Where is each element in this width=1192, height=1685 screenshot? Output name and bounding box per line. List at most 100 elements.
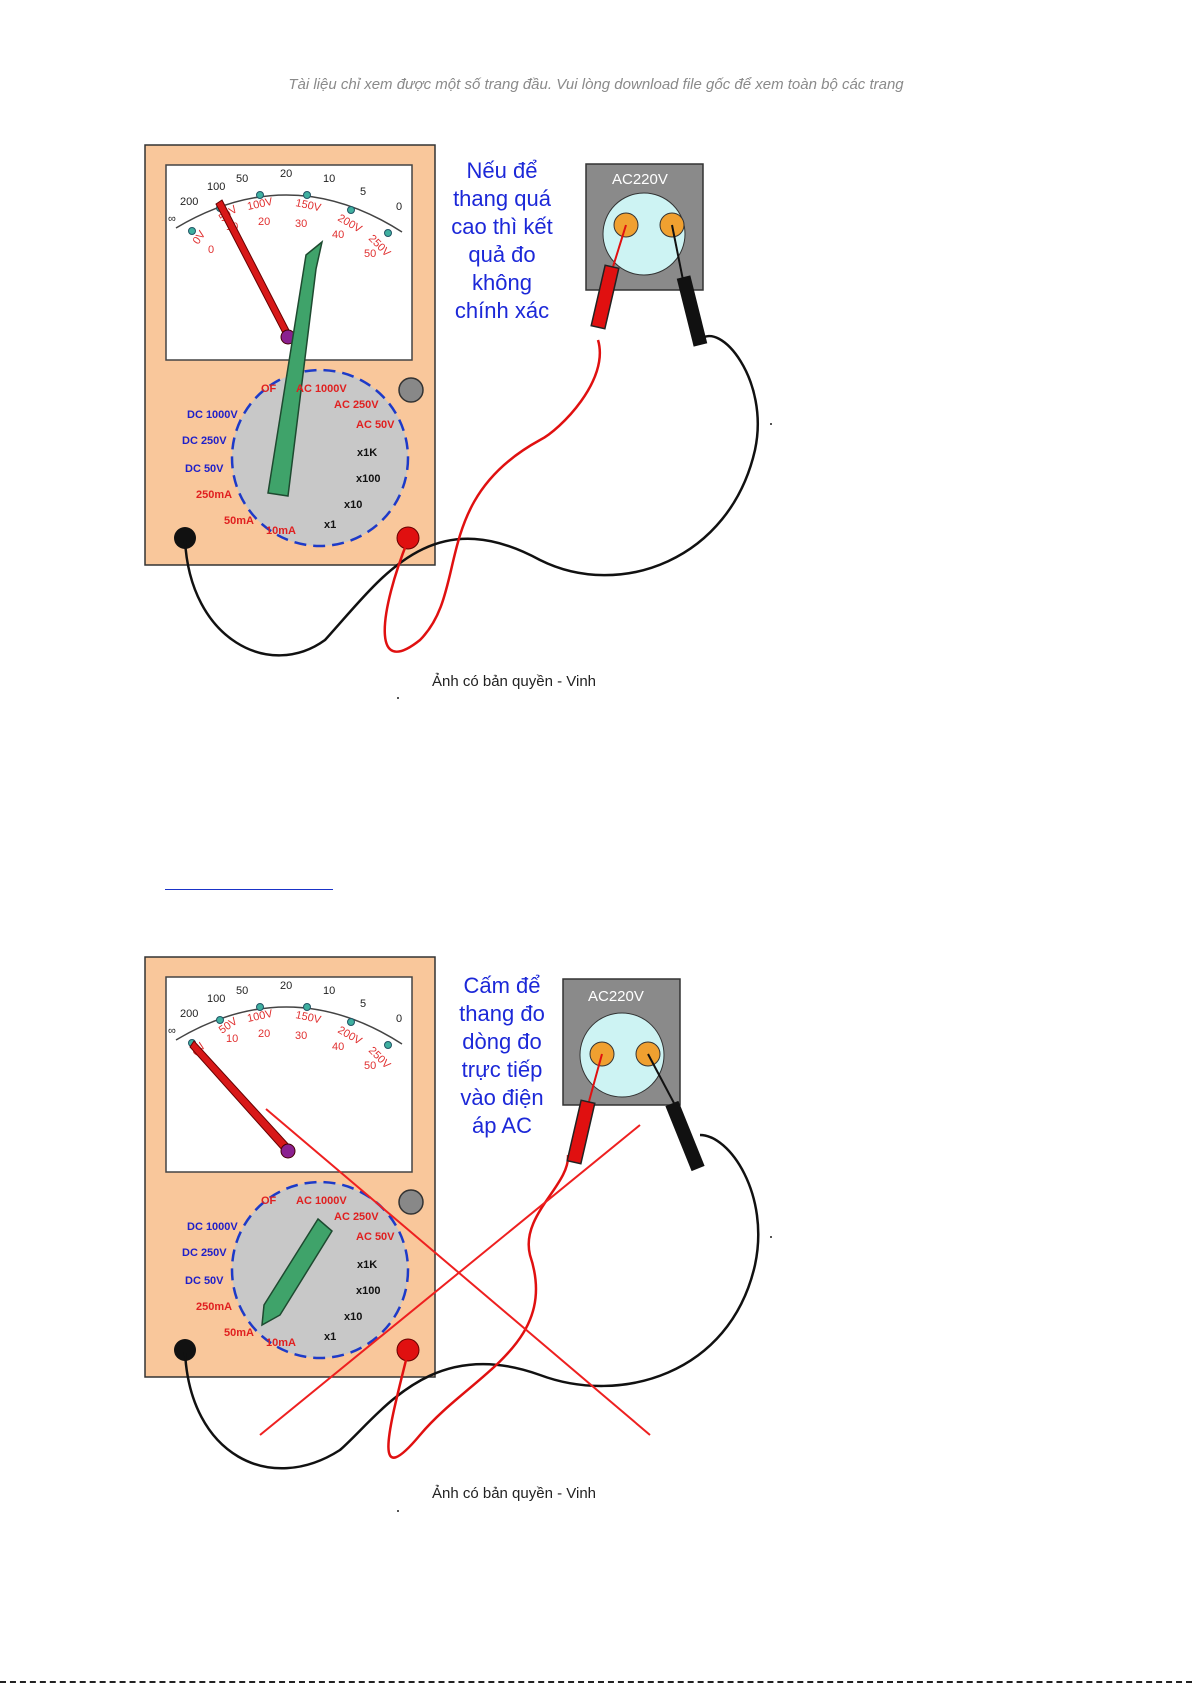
black-probe-handle <box>676 275 708 347</box>
outlet-label: AC220V <box>612 171 668 188</box>
note-line-4: trực tiếp <box>462 1057 543 1082</box>
dial-label-250ma: 250mA <box>196 489 232 501</box>
note-line-2: thang đo <box>459 1001 545 1026</box>
volt-label-150: 150V <box>294 197 322 214</box>
stray-dot <box>397 697 399 699</box>
copyright-caption: Ảnh có bản quyền - Vinh <box>432 673 596 690</box>
mid-label-40: 40 <box>332 229 344 241</box>
note-line-1: Cấm để <box>463 973 540 998</box>
selector-knob <box>261 1217 333 1327</box>
note-text: Cấm để thang đo dòng đo trực tiếp vào đi… <box>459 973 545 1138</box>
dial-label-x1: x1 <box>324 1331 336 1343</box>
dial-label-ac1000: AC 1000V <box>296 1195 347 1207</box>
red-probe-wire <box>383 339 602 653</box>
note-line-6: chính xác <box>455 298 549 323</box>
volt-label-100: 100V <box>246 1008 274 1025</box>
figure-current-range-diagram: 200 100 50 20 10 5 0 ∞ 0V 50V 100V 150V … <box>144 956 760 1502</box>
note-line-2: thang quá <box>453 186 552 211</box>
zero-adjust-screw <box>398 377 424 403</box>
dial-label-ac250: AC 250V <box>334 399 379 411</box>
cross-mark-line-2 <box>259 1124 641 1436</box>
scale-label-5: 5 <box>360 186 366 198</box>
scale-label-10: 10 <box>323 173 335 185</box>
scale-label-0: 0 <box>396 1013 402 1025</box>
infinity-label: ∞ <box>168 1025 176 1037</box>
dial-label-dc1000: DC 1000V <box>187 1221 238 1233</box>
scale-label-50: 50 <box>236 985 248 997</box>
mid-label-20: 20 <box>258 1028 270 1040</box>
scale-label-20: 20 <box>280 168 292 180</box>
dial-label-dc1000: DC 1000V <box>187 409 238 421</box>
note-text: Nếu để thang quá cao thì kết quả đo khôn… <box>451 158 553 323</box>
scale-label-50: 50 <box>236 173 248 185</box>
scale-label-100: 100 <box>207 993 225 1005</box>
dial-label-of: OF <box>261 1195 277 1207</box>
figure-current-range-forbidden: 200 100 50 20 10 5 0 ∞ 0V 50V 100V 150V … <box>0 955 1192 1515</box>
red-probe-wire <box>387 1154 570 1459</box>
dial-label-x10: x10 <box>344 499 362 511</box>
mid-label-40: 40 <box>332 1041 344 1053</box>
mid-label-zero: 0 <box>208 244 214 256</box>
dial-label-50ma: 50mA <box>224 1327 254 1339</box>
outlet-label: AC220V <box>588 988 644 1005</box>
dial-label-ac1000: AC 1000V <box>296 383 347 395</box>
dial-label-10ma: 10mA <box>266 525 296 537</box>
note-line-5: không <box>472 270 532 295</box>
scale-label-200: 200 <box>180 196 198 208</box>
selector-dial <box>232 370 408 546</box>
dial-label-x10: x10 <box>344 1311 362 1323</box>
dial-label-x100: x100 <box>356 1285 380 1297</box>
black-probe-tip <box>647 1053 676 1106</box>
dial-label-dc50: DC 50V <box>185 1275 224 1287</box>
red-probe-handle <box>590 264 620 330</box>
volt-label-100: 100V <box>246 196 274 213</box>
meter-display <box>165 164 413 361</box>
red-probe-tip <box>611 224 627 271</box>
meter-display <box>165 976 413 1173</box>
scale-label-100: 100 <box>207 181 225 193</box>
figure-high-range: 200 100 50 20 10 5 0 ∞ 0V 50V 100V 150V … <box>0 140 1192 700</box>
hyperlink-underline[interactable] <box>165 889 333 890</box>
black-probe-handle <box>665 1100 705 1172</box>
dial-label-ac250: AC 250V <box>334 1211 379 1223</box>
black-probe-tip <box>671 224 684 281</box>
scale-ticks <box>188 1003 392 1049</box>
scale-label-5: 5 <box>360 998 366 1010</box>
dial-label-dc50: DC 50V <box>185 463 224 475</box>
red-probe-handle <box>566 1099 596 1165</box>
scale-label-10: 10 <box>323 985 335 997</box>
red-jack <box>396 1338 420 1362</box>
selector-knob <box>267 240 324 497</box>
note-line-5: vào điện <box>460 1085 543 1110</box>
dial-label-dc250: DC 250V <box>182 435 227 447</box>
black-jack <box>174 527 196 549</box>
outlet-face <box>579 1012 665 1098</box>
infinity-label: ∞ <box>168 213 176 225</box>
volt-label-150: 150V <box>294 1009 322 1026</box>
dial-label-of: OF <box>261 383 277 395</box>
dial-label-50ma: 50mA <box>224 515 254 527</box>
needle-pivot <box>280 1143 296 1159</box>
dial-label-x1: x1 <box>324 519 336 531</box>
black-jack <box>174 1339 196 1361</box>
note-line-1: Nếu để <box>467 158 538 183</box>
scale-label-0: 0 <box>396 201 402 213</box>
stray-dot <box>770 1236 772 1238</box>
dial-label-x1k: x1K <box>357 1259 377 1271</box>
mid-label-20: 20 <box>258 216 270 228</box>
dial-label-ac50: AC 50V <box>356 1231 395 1243</box>
black-probe-wire <box>183 334 759 657</box>
black-probe-wire <box>183 1133 760 1470</box>
mid-label-50: 50 <box>364 248 376 260</box>
stray-dot <box>770 423 772 425</box>
note-line-4: quả đo <box>468 242 535 267</box>
mid-label-30: 30 <box>295 218 307 230</box>
scale-label-200: 200 <box>180 1008 198 1020</box>
dial-dashed-ring <box>230 1180 410 1360</box>
dial-label-dc250: DC 250V <box>182 1247 227 1259</box>
scale-label-20: 20 <box>280 980 292 992</box>
dial-label-x1k: x1K <box>357 447 377 459</box>
red-probe-tip <box>587 1053 603 1106</box>
zero-adjust-screw <box>398 1189 424 1215</box>
stray-dot <box>397 1510 399 1512</box>
